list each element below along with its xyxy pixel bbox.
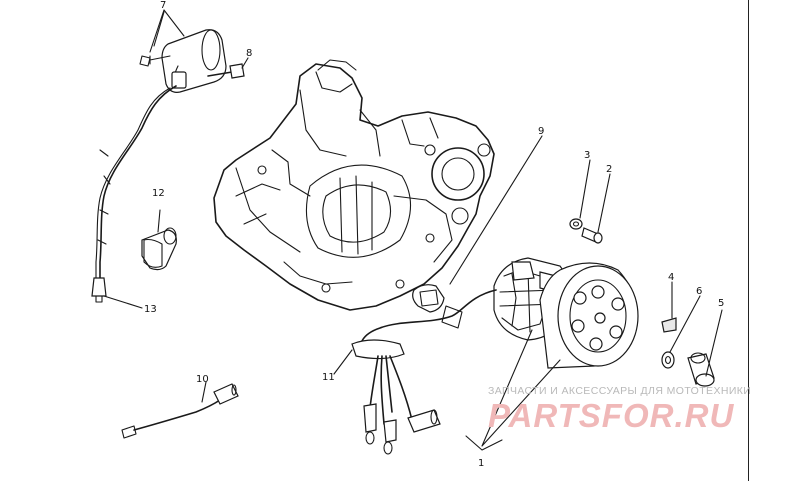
callout-2: 2 [606,164,612,175]
callout-5: 5 [718,298,724,309]
leader-lines [103,9,723,451]
flywheel [539,262,639,369]
screw-and-washer [569,218,603,244]
coil-mounting-bolt [207,63,245,79]
callout-3: 3 [584,150,590,161]
callout-6: 6 [696,286,702,297]
callout-labels: 7 8 9 3 2 12 4 6 5 13 11 10 1 [144,0,724,469]
stator-wiring-harness [351,289,497,455]
spark-plug-cap [141,227,177,271]
high-tension-lead [91,85,177,303]
callout-9: 9 [538,126,544,137]
callout-13: 13 [144,304,157,315]
crankcase [213,59,495,311]
callout-8: 8 [246,48,252,59]
callout-11: 11 [322,372,335,383]
watermark-logo: PARTSFOR.RU [488,397,735,434]
ignition-coil [139,29,227,93]
callout-12: 12 [152,188,165,199]
callout-10: 10 [196,374,209,385]
watermark-subtitle: ЗАПЧАСТИ И АКСЕССУАРЫ ДЛЯ МОТОТЕХНИКИ [488,385,752,397]
cable-grommet [412,284,445,313]
callout-1: 1 [478,458,484,469]
callout-4: 4 [668,272,674,283]
ground-wire-lead [121,383,239,439]
callout-7: 7 [160,0,166,11]
page-border-line [748,0,749,481]
key-washer-nut [661,317,715,387]
